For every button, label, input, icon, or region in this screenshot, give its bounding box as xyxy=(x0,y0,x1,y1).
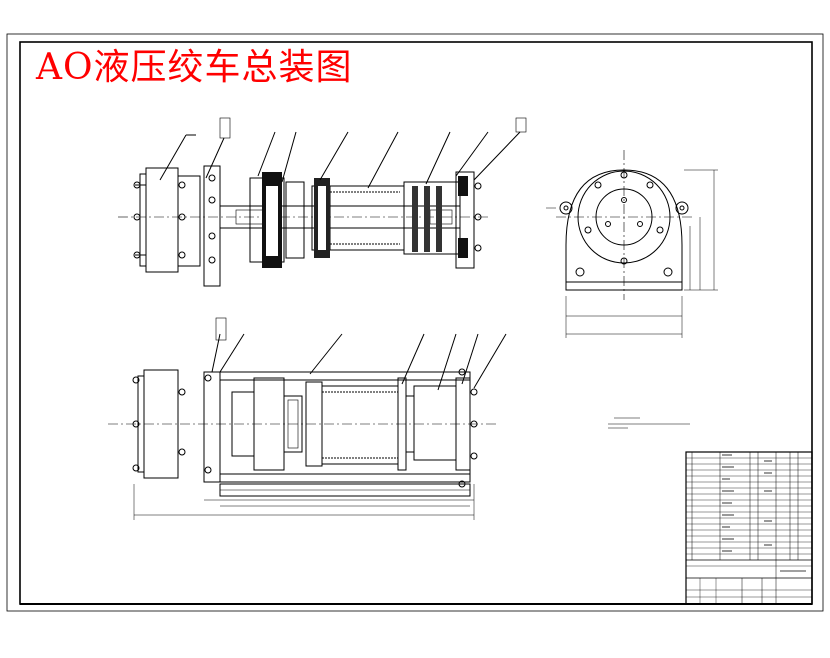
top-section-view xyxy=(118,117,527,287)
bottom-elevation-view xyxy=(108,317,507,520)
drawing-title: AO液压绞车总装图 xyxy=(36,47,353,88)
outer-frame xyxy=(6,33,824,612)
side-view xyxy=(546,150,718,338)
parts-list-entries xyxy=(722,454,806,572)
technical-notes xyxy=(608,417,690,429)
parts-list-table xyxy=(685,451,813,605)
inner-border xyxy=(19,41,813,605)
